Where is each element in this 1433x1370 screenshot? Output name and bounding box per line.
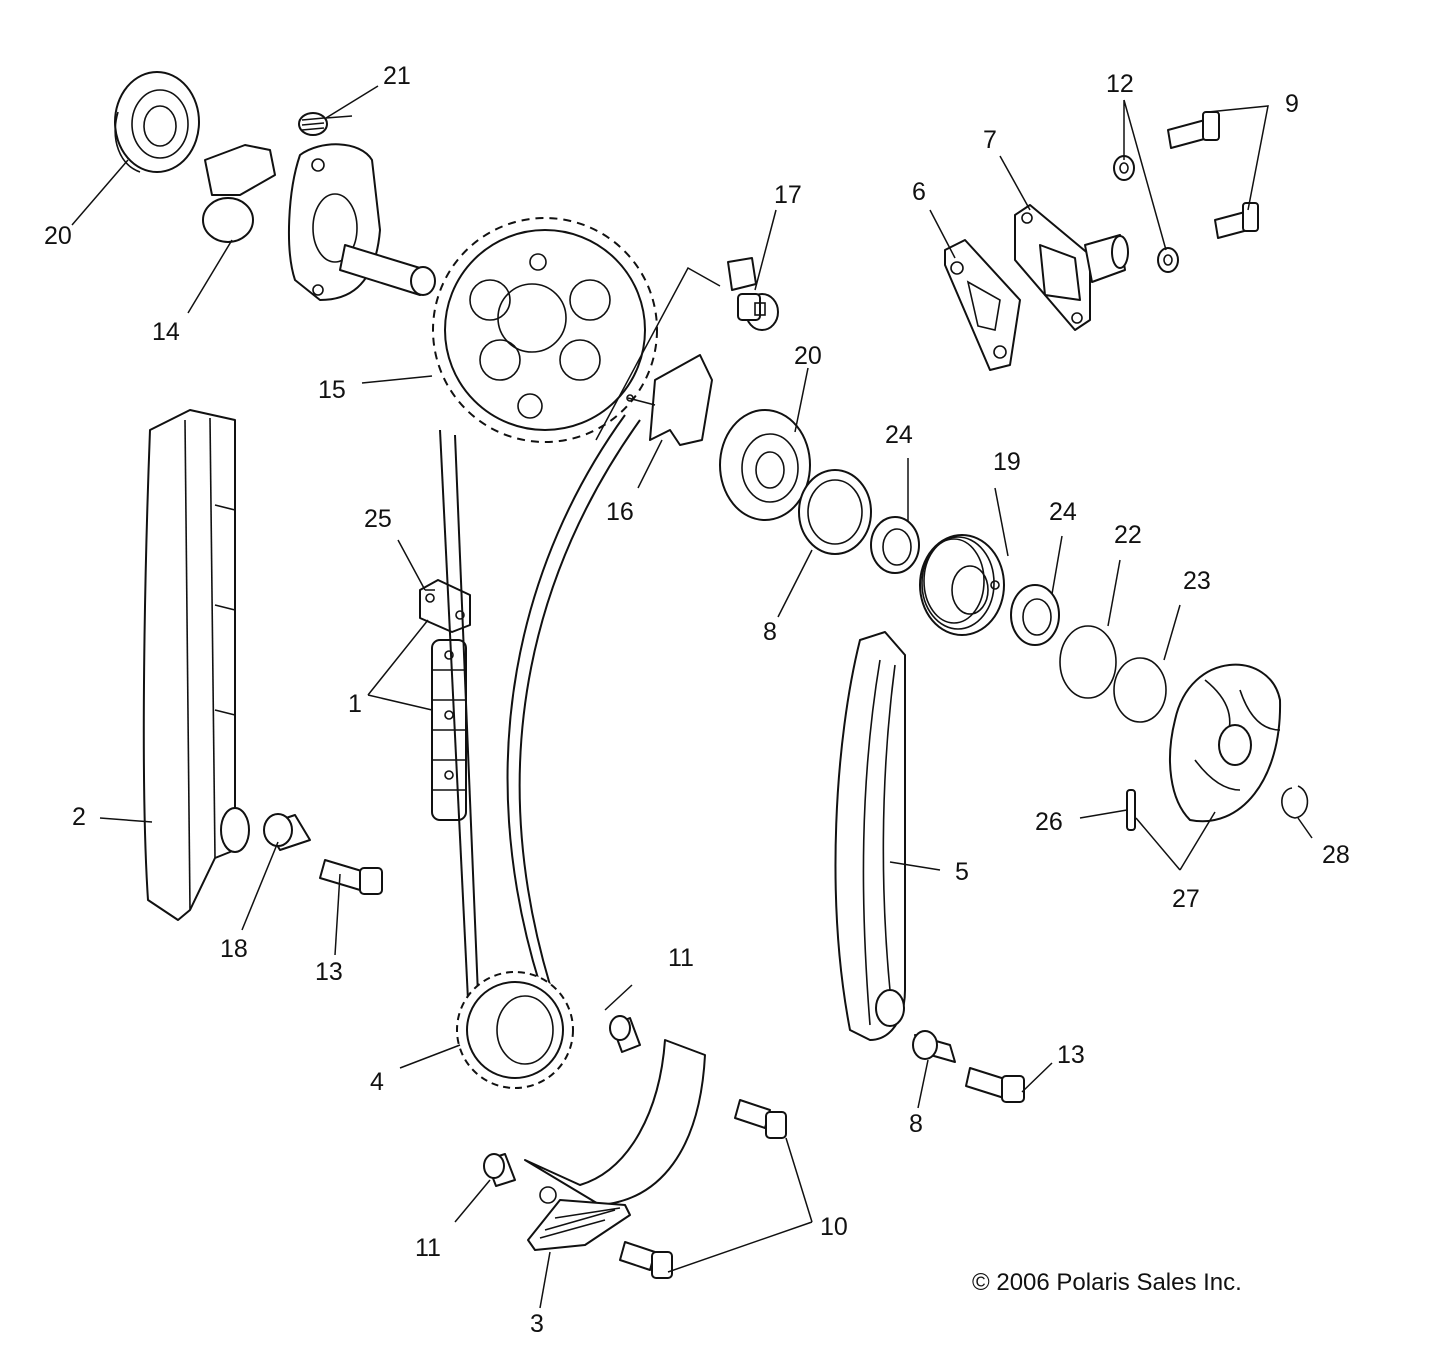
callout-12: 12 bbox=[1106, 70, 1134, 98]
part-15-cam-sprocket bbox=[432, 217, 658, 443]
leader-lines bbox=[71, 85, 1313, 1309]
part-23-o-ring bbox=[1113, 657, 1167, 723]
part-3-lower-guide bbox=[524, 1039, 706, 1251]
callout-19: 19 bbox=[993, 448, 1021, 476]
callout-4: 4 bbox=[370, 1068, 384, 1096]
callout-27: 27 bbox=[1172, 885, 1200, 913]
part-2-chain-guide bbox=[142, 409, 250, 921]
callout-13-right: 13 bbox=[1057, 1041, 1085, 1069]
part-6-gasket bbox=[944, 239, 1021, 371]
callout-3: 3 bbox=[530, 1310, 544, 1338]
callout-24-lower: 24 bbox=[1049, 498, 1077, 526]
part-7-tensioner bbox=[1014, 204, 1129, 331]
part-22-o-ring bbox=[1059, 625, 1117, 699]
part-27-impeller bbox=[1169, 663, 1282, 823]
part-16-guide-block bbox=[626, 354, 713, 446]
part-8-sleeve-lower bbox=[912, 1030, 956, 1063]
callout-17: 17 bbox=[774, 181, 802, 209]
callout-1: 1 bbox=[348, 690, 362, 718]
callout-15: 15 bbox=[318, 376, 346, 404]
callout-8-upper: 8 bbox=[763, 618, 777, 646]
callout-26: 26 bbox=[1035, 808, 1063, 836]
part-11-bushing-upper bbox=[609, 1015, 641, 1053]
part-13-bolt-right bbox=[965, 1067, 1025, 1103]
part-26-pin bbox=[1126, 789, 1136, 831]
callout-16: 16 bbox=[606, 498, 634, 526]
part-24-bearing-a bbox=[870, 516, 920, 574]
part-24-bearing-b bbox=[1010, 584, 1060, 646]
copyright-text: © 2006 Polaris Sales Inc. bbox=[972, 1269, 1242, 1296]
callout-20-lower: 20 bbox=[794, 342, 822, 370]
callout-25: 25 bbox=[364, 505, 392, 533]
callout-9: 9 bbox=[1285, 90, 1299, 118]
callout-20-upper: 20 bbox=[44, 222, 72, 250]
part-8-washer bbox=[798, 469, 872, 555]
part-13-bolt-left bbox=[319, 859, 383, 895]
part-17-bolt bbox=[727, 257, 779, 331]
callout-10: 10 bbox=[820, 1213, 848, 1241]
callout-11-lower: 11 bbox=[415, 1234, 441, 1262]
part-5-chain-guide bbox=[834, 631, 906, 1041]
callout-18: 18 bbox=[220, 935, 248, 963]
part-20-bearing-upper bbox=[114, 71, 200, 173]
part-21-spring bbox=[298, 112, 353, 136]
part-9-bolts bbox=[1167, 111, 1259, 239]
callout-23: 23 bbox=[1183, 567, 1211, 595]
part-20-bearing-lower bbox=[719, 409, 811, 521]
part-19-pulley bbox=[919, 534, 1005, 636]
callout-5: 5 bbox=[955, 858, 969, 886]
part-1-chain-segment bbox=[431, 639, 467, 821]
part-28-circlip bbox=[1281, 785, 1309, 819]
callout-2: 2 bbox=[72, 803, 86, 831]
callout-labels: 21 20 14 15 17 12 9 7 6 20 16 24 19 24 2… bbox=[44, 62, 1350, 1338]
part-18-sleeve bbox=[263, 813, 311, 851]
callout-22: 22 bbox=[1114, 521, 1142, 549]
callout-7: 7 bbox=[983, 126, 997, 154]
part-4-crank-sprocket bbox=[456, 971, 574, 1089]
part-25-connecting-link bbox=[419, 579, 471, 633]
timing-chain bbox=[439, 414, 641, 1001]
callout-14: 14 bbox=[152, 318, 180, 346]
callout-6: 6 bbox=[912, 178, 926, 206]
part-10-bolts bbox=[619, 1099, 787, 1279]
callout-13-left: 13 bbox=[315, 958, 343, 986]
callout-24-upper: 24 bbox=[885, 421, 913, 449]
callout-11-upper: 11 bbox=[668, 944, 694, 972]
part-11-bushing-lower bbox=[483, 1153, 516, 1187]
callout-28: 28 bbox=[1322, 841, 1350, 869]
callout-21: 21 bbox=[383, 62, 411, 90]
part-14-camshaft bbox=[202, 143, 436, 301]
callout-8-lower: 8 bbox=[909, 1110, 923, 1138]
part-12-washers bbox=[1113, 155, 1179, 273]
